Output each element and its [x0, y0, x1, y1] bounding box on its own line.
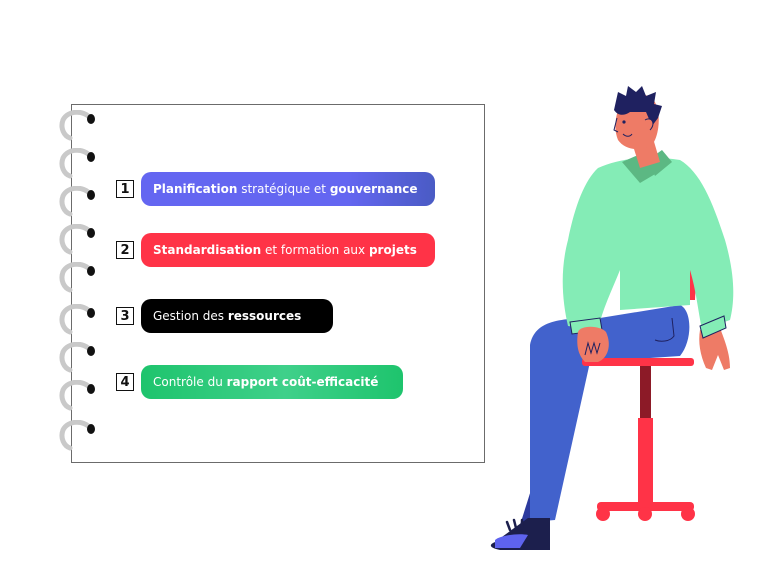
spiral-ring-icon [58, 261, 95, 293]
spiral-ring-icon [58, 109, 95, 141]
list-item-4: 4 Contrôle du rapport coût-efficacité [116, 365, 403, 399]
spiral-ring-icon [58, 147, 95, 179]
notebook-card [71, 104, 485, 463]
item-pill-rapport: Contrôle du rapport coût-efficacité [141, 365, 403, 399]
item-text: stratégique et [237, 182, 330, 196]
item-text-bold: Planification [153, 182, 238, 196]
item-text-bold: Standardisation [153, 243, 262, 257]
spiral-ring-icon [58, 185, 95, 217]
list-item-1: 1 Planification stratégique et gouvernan… [116, 172, 435, 206]
list-item-2: 2 Standardisation et formation aux proje… [116, 233, 435, 267]
item-pill-standardisation: Standardisation et formation aux projets [141, 233, 435, 267]
item-number-badge: 1 [116, 180, 134, 198]
item-pill-ressources: Gestion des ressources [141, 299, 333, 333]
item-number-badge: 2 [116, 241, 134, 259]
item-text-bold: rapport coût-efficacité [226, 375, 379, 389]
item-text-bold: ressources [227, 309, 302, 323]
spiral-ring-icon [58, 379, 95, 411]
item-text: Contrôle du [153, 375, 227, 389]
spiral-ring-icon [58, 341, 95, 373]
stool-seat [582, 358, 694, 366]
hair [614, 86, 662, 126]
item-text: Gestion des [153, 309, 228, 323]
stool-pole [640, 365, 651, 420]
item-pill-planification: Planification stratégique et gouvernance [141, 172, 435, 206]
hand-left [577, 326, 609, 362]
spiral-ring-icon [58, 223, 95, 255]
list-item-3: 3 Gestion des ressources [116, 299, 333, 333]
item-number-badge: 3 [116, 307, 134, 325]
spiral-ring-icon [58, 419, 95, 451]
stool-base [597, 502, 694, 511]
spiral-ring-icon [58, 303, 95, 335]
item-text-bold: gouvernance [329, 182, 418, 196]
pants [530, 305, 690, 522]
man-on-stool-illustration [490, 86, 734, 550]
item-text-bold: projets [368, 243, 417, 257]
item-number-badge: 4 [116, 373, 134, 391]
item-text: et formation aux [261, 243, 369, 257]
shirt [562, 157, 734, 330]
